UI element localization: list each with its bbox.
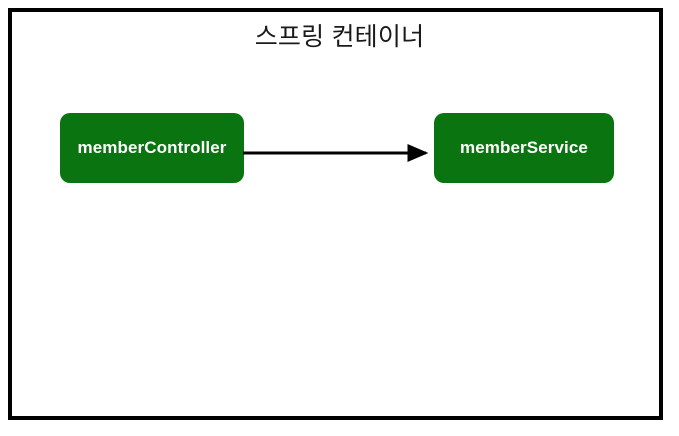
spring-container-title: 스프링 컨테이너: [254, 23, 425, 51]
bean-label-memberservice: memberService: [460, 138, 588, 157]
bean-label-membercontroller: memberController: [77, 138, 227, 157]
dependency-arrow-membercontroller-to-memberservice: [243, 138, 435, 168]
spring-container-frame: [8, 8, 663, 420]
bean-node-memberservice[interactable]: memberService: [434, 113, 614, 183]
bean-node-membercontroller[interactable]: memberController: [60, 113, 244, 183]
arrow-right-icon: [243, 144, 429, 162]
